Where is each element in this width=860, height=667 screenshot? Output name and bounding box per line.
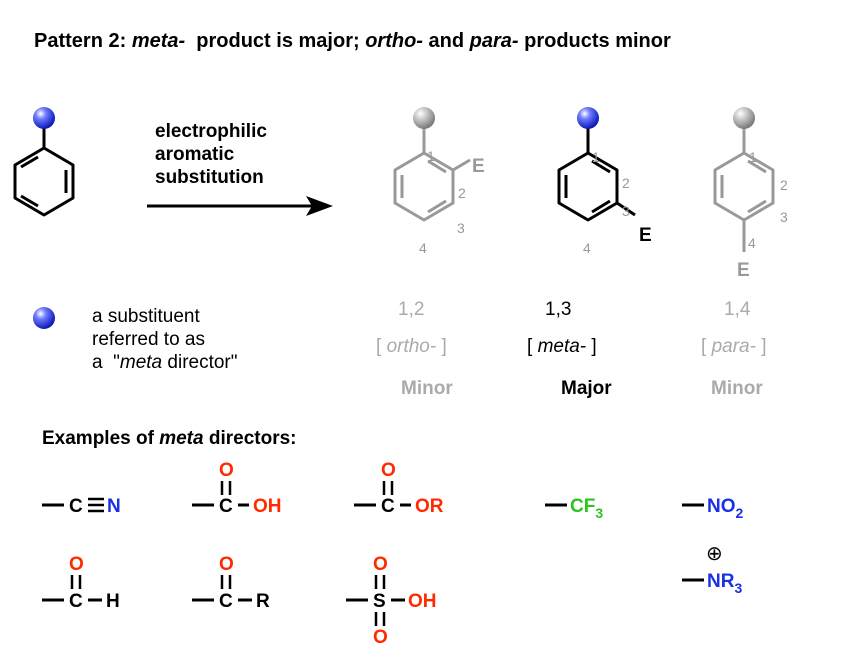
atom-label: O: [69, 554, 84, 575]
position-label: 1,3: [545, 299, 571, 320]
benzene-ring-icon: [13, 146, 75, 217]
atom-label: CF3: [570, 496, 603, 521]
product-name-label: [ para- ]: [701, 336, 766, 357]
ortho-labels: 1,2 [ ortho- ] Minor: [376, 299, 453, 399]
atom-label: NO2: [707, 496, 744, 521]
ammonium-group: ⊕ NR3: [682, 543, 742, 596]
position-label: 1,4: [724, 299, 751, 320]
benzene-ring-icon: [557, 151, 619, 222]
gray-sphere-icon: [413, 107, 435, 129]
atom-label: NR3: [707, 571, 742, 596]
legend-line1: a substituent: [92, 306, 200, 327]
ester-group: O C OR: [354, 460, 444, 517]
ring-number: 1: [427, 148, 435, 164]
ring-number: 1: [592, 149, 600, 165]
atom-label: C: [69, 496, 83, 517]
atom-label: H: [106, 591, 120, 612]
legend: a substituent referred to as a "meta dir…: [33, 306, 238, 373]
blue-sphere-icon: [577, 107, 599, 129]
ring-number: 3: [457, 220, 465, 236]
ring-number: 1: [749, 149, 757, 165]
atom-label: C: [69, 591, 83, 612]
gray-sphere-icon: [733, 107, 755, 129]
atom-label: C: [381, 496, 395, 517]
atom-label: N: [107, 496, 121, 517]
reaction-label-line1: electrophilic: [155, 121, 267, 142]
meta-labels: 1,3 [ meta- ] Major: [527, 299, 612, 399]
starting-material: [13, 107, 75, 217]
atom-label: O: [373, 627, 388, 648]
position-label: 1,2: [398, 299, 424, 320]
nitro-group: NO2: [682, 496, 744, 521]
ketone-group: O C R: [192, 554, 270, 612]
atom-label: O: [381, 460, 396, 481]
ring-number: 2: [458, 185, 466, 201]
atom-label: C: [219, 496, 233, 517]
product-name-label: [ meta- ]: [527, 336, 597, 357]
atom-label: OH: [253, 496, 282, 517]
ortho-product: E 1 2 3 4: [393, 107, 485, 256]
page-title: Pattern 2: meta- product is major; ortho…: [34, 30, 671, 52]
para-labels: 1,4 [ para- ] Minor: [701, 299, 766, 399]
atom-label: S: [373, 591, 386, 612]
reaction-label: electrophilic aromatic substitution: [155, 121, 267, 188]
result-label: Minor: [401, 378, 453, 399]
trifluoromethyl-group: CF3: [545, 496, 603, 521]
carboxylic-acid-group: O C OH: [192, 460, 282, 517]
ring-number: 4: [583, 240, 591, 256]
ring-number: 2: [622, 175, 630, 191]
result-label: Minor: [711, 378, 763, 399]
atom-label: O: [219, 460, 234, 481]
reaction-label-line3: substitution: [155, 167, 264, 188]
sulfonic-acid-group: O S OH O: [346, 554, 437, 648]
electrophile-bond: [452, 158, 471, 172]
electrophile-label: E: [639, 225, 652, 246]
examples-heading: Examples of meta directors:: [42, 428, 297, 449]
atom-label: R: [256, 591, 270, 612]
atom-label: OR: [415, 496, 444, 517]
ring-number: 4: [419, 240, 427, 256]
atom-label: O: [219, 554, 234, 575]
ring-number: 3: [780, 209, 788, 225]
electrophile-label: E: [737, 260, 750, 281]
electrophile-bond: [616, 201, 636, 217]
benzene-ring-icon: [393, 151, 455, 222]
benzene-ring-icon: [713, 151, 775, 222]
atom-label: OH: [408, 591, 437, 612]
atom-label: O: [373, 554, 388, 575]
ring-number: 3: [622, 203, 630, 219]
reaction-label-line2: aromatic: [155, 144, 235, 165]
reaction-arrow-icon: [147, 196, 333, 216]
para-product: E 1 2 3 4: [713, 107, 788, 281]
aldehyde-group: O C H: [42, 554, 120, 612]
result-label: Major: [561, 378, 612, 399]
product-name-label: [ ortho- ]: [376, 336, 447, 357]
blue-sphere-icon: [33, 307, 55, 329]
atom-label: C: [219, 591, 233, 612]
nitrile-group: C N: [42, 496, 121, 517]
meta-product: E 1 2 3 4: [557, 107, 652, 256]
legend-line3: a "meta director": [92, 352, 238, 373]
ring-number: 4: [748, 235, 756, 251]
ring-number: 2: [780, 177, 788, 193]
positive-charge-icon: ⊕: [706, 543, 723, 565]
legend-line2: referred to as: [92, 329, 205, 350]
electrophile-label: E: [472, 156, 485, 177]
blue-sphere-icon: [33, 107, 55, 129]
